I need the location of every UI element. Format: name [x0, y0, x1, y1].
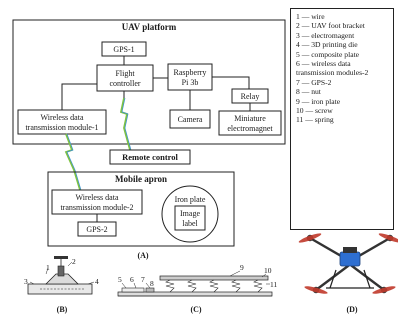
legend-item: 7 — GPS-2	[296, 77, 332, 87]
part-c-11: 11	[270, 280, 277, 289]
signal-zigzag-modules-blue	[66, 133, 82, 191]
quadcopter-image	[298, 233, 398, 294]
image-label-box	[174, 205, 206, 231]
parts-legend: 1 — wire 2 — UAV foot bracket 3 — electr…	[290, 8, 394, 230]
legend-item: 4 — 3D printing die	[296, 40, 358, 50]
panel-c-drawing	[117, 270, 273, 297]
wireless-module-2-box	[51, 189, 143, 215]
wireless-module-2-label-1: Wireless data	[76, 193, 119, 202]
part-c-10: 10	[264, 266, 272, 275]
part-c-9: 9	[240, 263, 244, 272]
legend-item: 10 — screw	[296, 106, 333, 116]
legend-item: 8 — nut	[296, 87, 321, 97]
part-b-4: 4	[95, 277, 99, 286]
rpi-to-relay-line	[212, 76, 250, 89]
panel-label-d: (D)	[346, 305, 357, 314]
part-b-3: 3	[24, 277, 28, 286]
legend-item: 3 — electromagent	[296, 30, 355, 40]
panel-label-b: (B)	[57, 305, 68, 314]
image-label-text-2: label	[182, 219, 198, 228]
image-label-text-1: Image	[180, 209, 200, 218]
legend-item: 5 — composite plate	[296, 49, 360, 59]
part-c-7: 7	[141, 275, 145, 284]
wireless-module-2-label-2: transmission module-2	[60, 203, 133, 212]
relay-label: Relay	[241, 92, 260, 101]
gps2-box	[77, 221, 117, 237]
signal-zigzag-fc-blue	[121, 97, 132, 151]
wireless-module-1-box	[17, 109, 107, 135]
panel-label-c: (C)	[190, 305, 201, 314]
part-c-5: 5	[118, 275, 122, 284]
part-b-1: 1	[46, 263, 50, 272]
gps2-label: GPS-2	[86, 225, 107, 234]
camera-box	[169, 109, 211, 129]
wireless-module-1-label-1: Wireless data	[41, 113, 84, 122]
signal-zigzag-modules	[64, 133, 81, 191]
panel-b-drawing	[27, 256, 95, 295]
uav-platform-box	[12, 19, 286, 145]
camera-label: Camera	[178, 115, 203, 124]
legend-item: 9 — iron plate	[296, 96, 341, 106]
legend-item: 2 — UAV foot bracket	[296, 21, 365, 31]
mobile-apron-title: Mobile apron	[115, 174, 167, 184]
electromagnet-box	[218, 110, 282, 136]
part-c-8: 8	[150, 279, 154, 288]
uav-platform-title: UAV platform	[122, 22, 177, 32]
legend-item: 1 — wire	[296, 12, 325, 21]
remote-control-box	[109, 149, 191, 165]
raspberry-pi-label-2: Pi 3b	[182, 78, 199, 87]
flight-controller-label-1: Flight	[115, 69, 135, 78]
part-c-6: 6	[130, 275, 134, 284]
wireless-module-1-label-2: transmission module-1	[25, 123, 98, 132]
part-b-2: 2	[72, 257, 76, 266]
electromagnet-label-1: Miniature	[234, 114, 266, 123]
legend-item: 11 — spring	[296, 115, 334, 125]
legend-item: 6 — wireless data transmission modules-2	[296, 59, 369, 78]
raspberry-pi-box	[167, 63, 213, 91]
remote-control-label: Remote control	[122, 152, 178, 162]
panel-label-a: (A)	[137, 251, 148, 260]
gps1-label: GPS-1	[113, 45, 134, 54]
raspberry-pi-label-1: Raspberry	[174, 68, 207, 77]
fc-to-wireless1-line	[61, 83, 97, 110]
flight-controller-box	[96, 64, 154, 92]
iron-plate-label: Iron plate	[175, 195, 206, 204]
mobile-apron-box	[47, 171, 235, 247]
electromagnet-label-2: electromagnet	[227, 124, 273, 133]
flight-controller-label-2: controller	[109, 79, 140, 88]
